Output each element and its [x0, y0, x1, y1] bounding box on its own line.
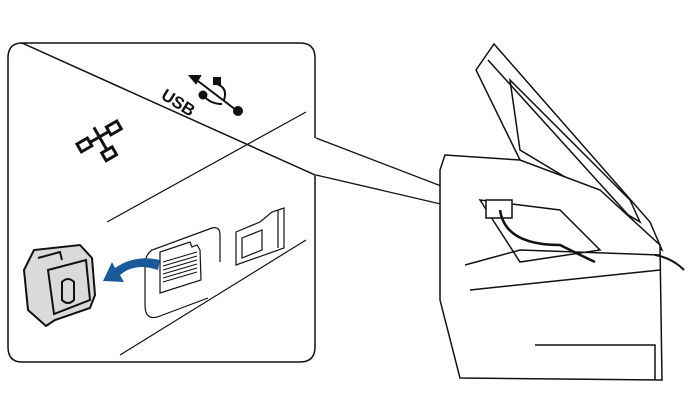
callout-zoom-panel: USB [7, 42, 316, 363]
usb-icon [187, 75, 243, 116]
remove-direction-arrow-icon [103, 258, 160, 282]
printer-with-open-scanner [439, 42, 685, 381]
ethernet-port [159, 241, 202, 294]
usb-b-port [235, 207, 285, 266]
protective-cap [22, 243, 97, 328]
ethernet-network-icon [74, 119, 124, 163]
